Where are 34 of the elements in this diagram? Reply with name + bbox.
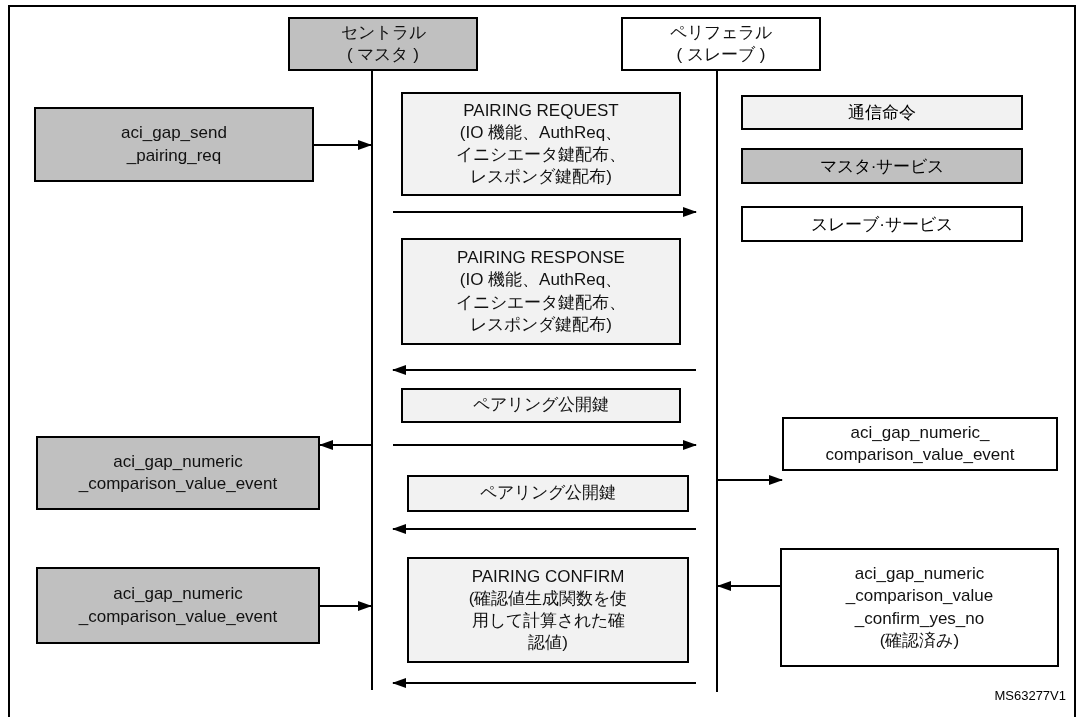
arrow [319,601,372,611]
arrow [392,207,697,217]
message-box [401,238,681,345]
arrow [392,678,697,688]
message-title: PAIRING REQUEST [463,99,619,122]
message-box: ペアリング公開鍵 [407,475,689,512]
lifeline-header: ペリフェラル ( スレーブ ) [621,17,821,71]
figure-code: MS63277V1 [994,688,1066,703]
message-title: PAIRING RESPONSE [457,247,625,270]
arrow [717,581,781,591]
arrow [319,440,372,450]
legend-swatch: マスタ·サービス [741,148,1023,184]
message-box [407,557,689,663]
arrow [313,140,372,150]
event-box: aci_gap_numeric _comparison_value_event [36,567,320,644]
arrow [392,365,697,375]
legend-swatch: 通信命令 [741,95,1023,130]
event-box: aci_gap_numeric _comparison_value_event [36,436,320,510]
message-text: (IO 機能、AuthReq、イニシエータ鍵配布、レスポンダ鍵配布) [455,121,627,189]
message-box [401,92,681,196]
lifeline [716,71,718,692]
message-box: ペアリング公開鍵 [401,388,681,423]
lifeline [371,71,373,690]
message-text: (確認値生成関数を使用して計算された確認値) [468,587,628,655]
message-text: (IO 機能、AuthReq、イニシエータ鍵配布、レスポンダ鍵配布) [455,269,627,336]
legend-swatch: スレーブ·サービス [741,206,1023,242]
function-box: aci_gap_send _pairing_req [34,107,314,182]
arrow [392,440,697,450]
message-title: PAIRING CONFIRM [471,565,625,588]
arrow [392,524,697,534]
arrow [717,475,783,485]
function-box: aci_gap_numeric _comparison_value _confirm_yes_no (確認済み) [780,548,1059,667]
event-box: aci_gap_numeric_ comparison_value_event [782,417,1058,471]
lifeline-header: セントラル ( マスタ ) [288,17,478,71]
